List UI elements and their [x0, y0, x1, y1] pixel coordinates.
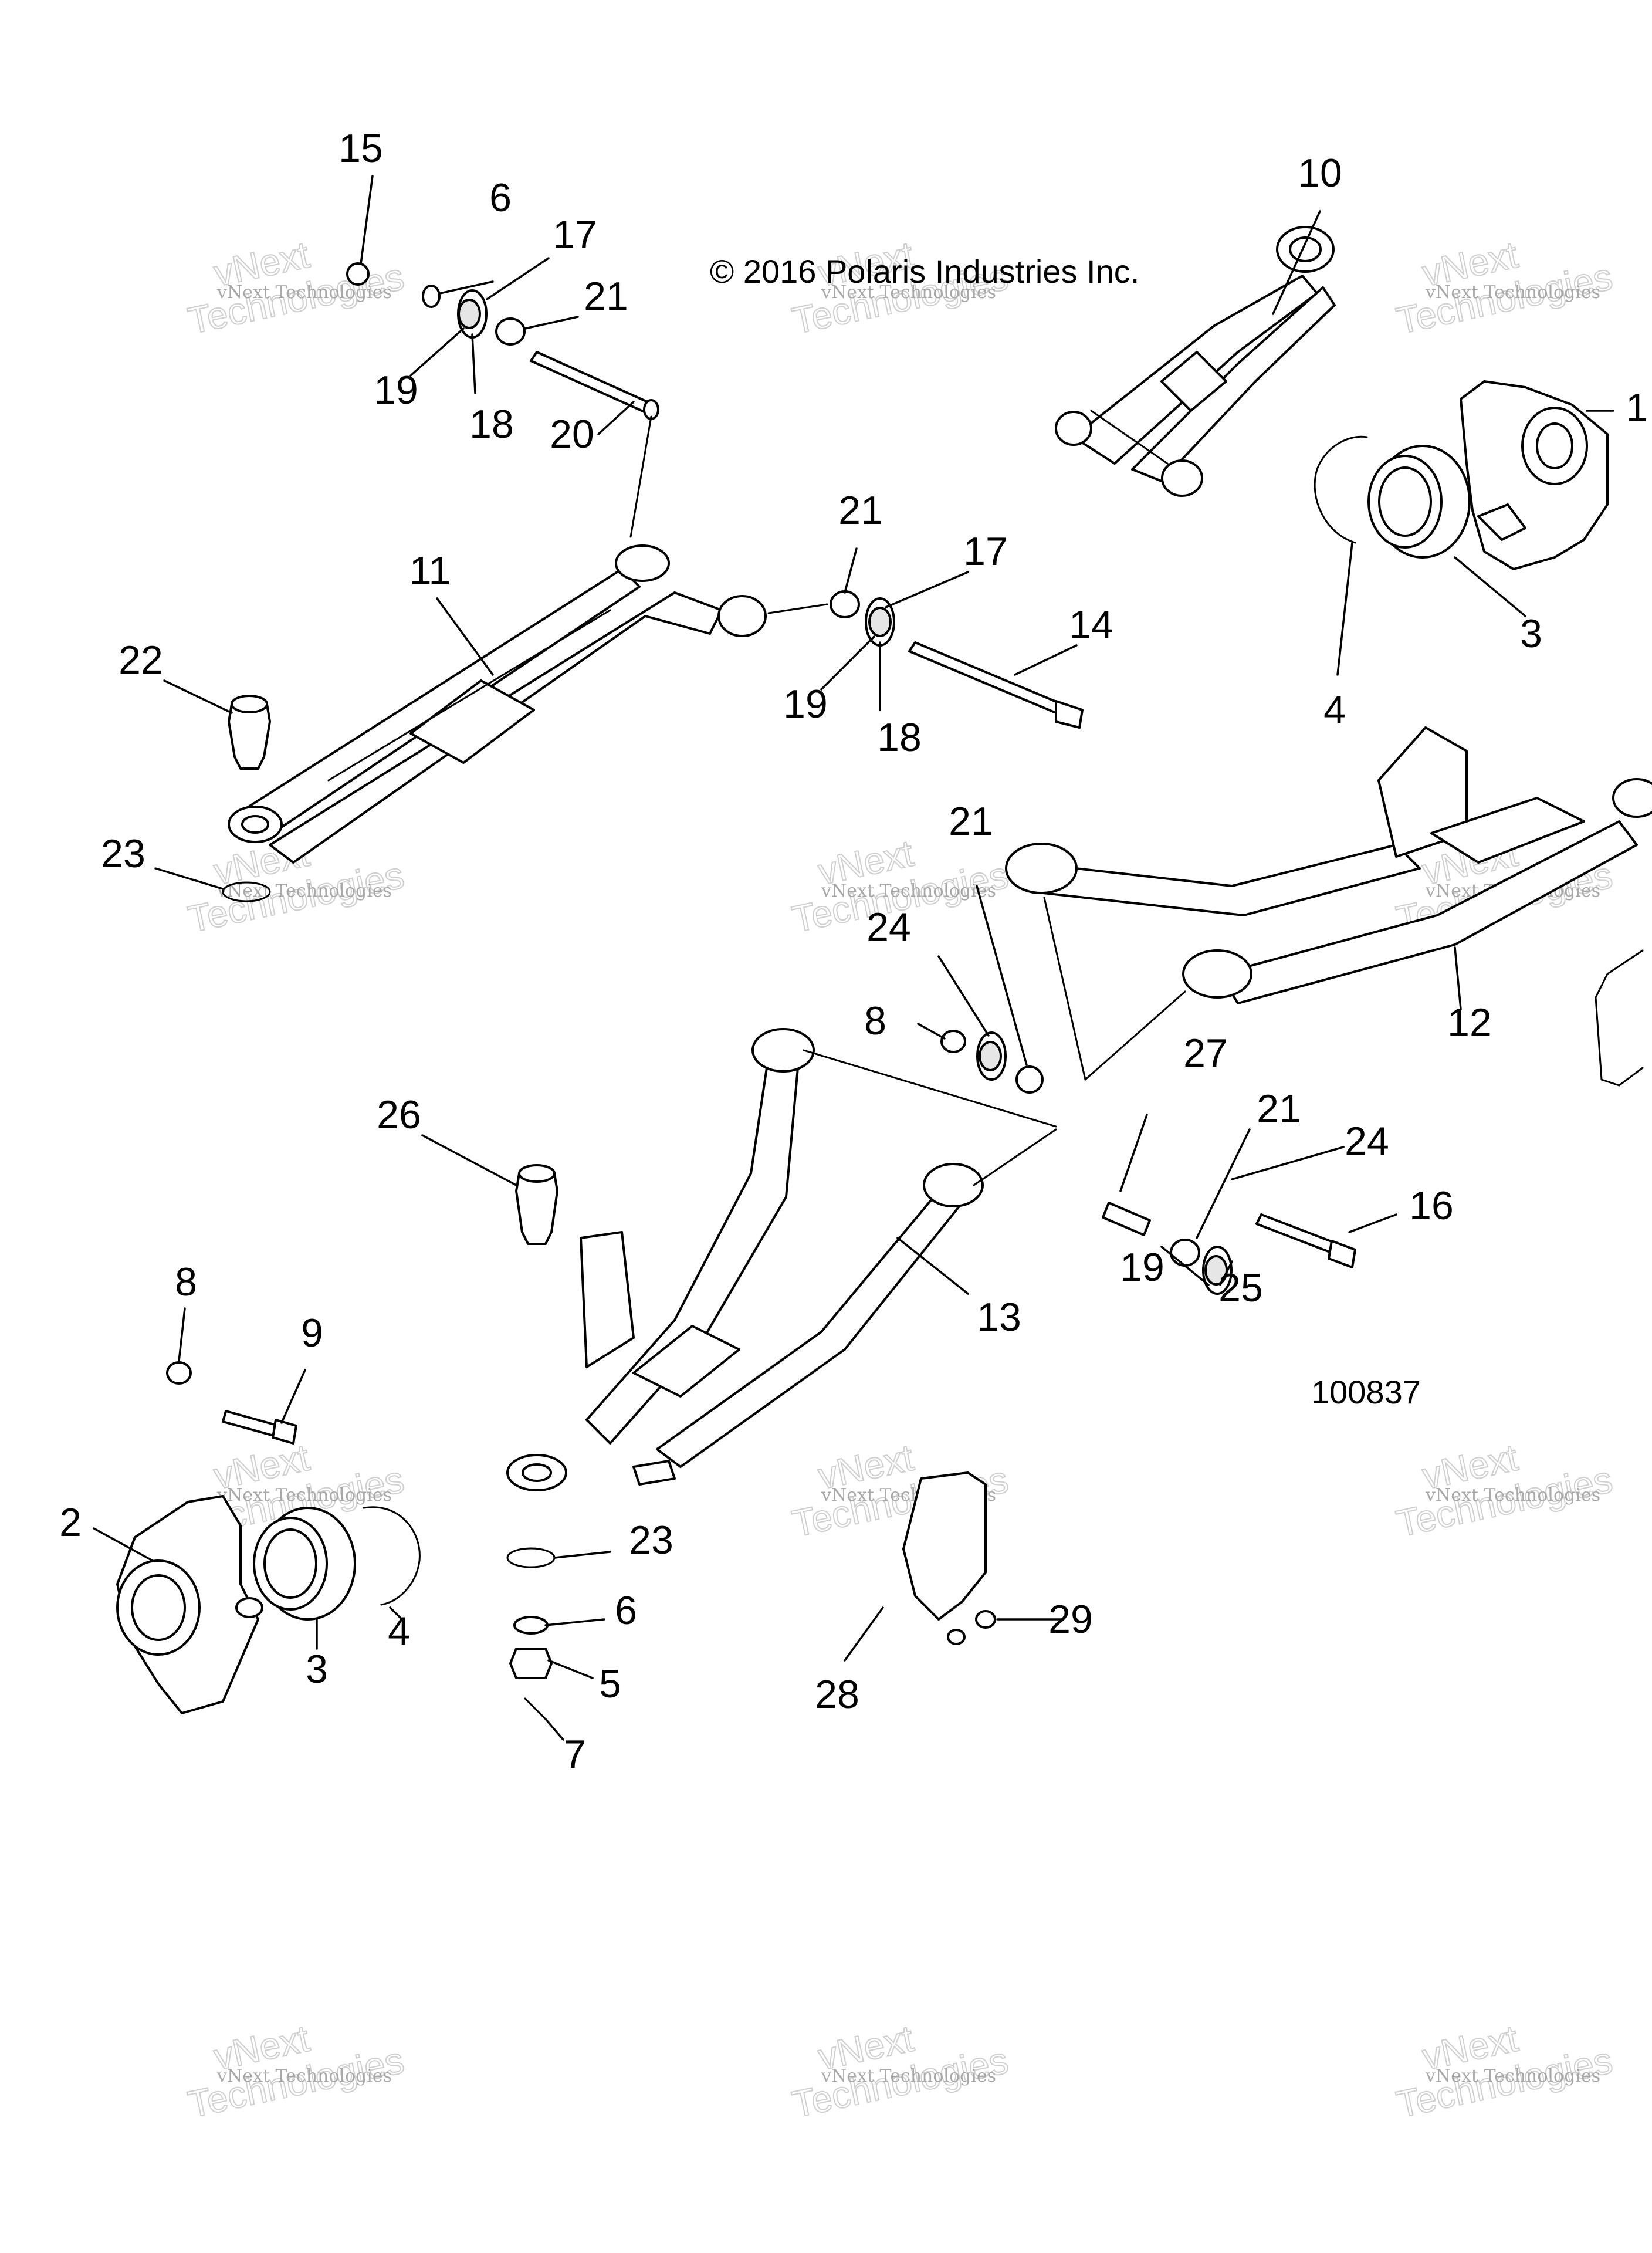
- watermark-text: vNext Technologies: [216, 881, 392, 901]
- bushing-21-right: [1170, 1239, 1200, 1267]
- callout-label: 24: [1345, 1119, 1389, 1163]
- watermark: vNext Technologies: [184, 233, 408, 343]
- callout-label: 11: [409, 549, 451, 593]
- callout-label: 15: [338, 126, 383, 171]
- watermark-text: vNext Technologies: [1425, 2066, 1600, 2086]
- callout-label: 20: [550, 412, 594, 456]
- steering-knuckle-right: [1460, 380, 1609, 570]
- wheel-bearing-left: [253, 1507, 356, 1621]
- callout-label: 1: [1626, 385, 1648, 430]
- washer-24-mid: [976, 1031, 1007, 1081]
- callout-label: 5: [599, 1662, 621, 1706]
- callout-label: 25: [1218, 1266, 1263, 1310]
- guard-plate-right-edge: [1595, 949, 1644, 1087]
- watermark-text: vNext Technologies: [821, 881, 996, 901]
- watermark-text: vNext Technologies: [821, 2066, 996, 2086]
- nut-15: [346, 262, 370, 286]
- steering-knuckle-left: [116, 1495, 263, 1714]
- bolt-16: [1255, 1213, 1356, 1268]
- watermark: vNext Technologies: [1392, 1436, 1616, 1545]
- callout-label: 21: [949, 799, 993, 844]
- callout-label: 21: [1257, 1087, 1301, 1131]
- assembly-lines: [629, 415, 1186, 1186]
- bushing-21-top: [495, 317, 526, 346]
- callout-label: 19: [1120, 1245, 1164, 1290]
- callout-label: 9: [301, 1311, 323, 1355]
- upper-a-arm-left: [228, 544, 767, 864]
- callout-label: 8: [175, 1260, 197, 1304]
- pivot-pin-20: [530, 351, 659, 420]
- copyright-notice: © 2016 Polaris Industries Inc.: [710, 253, 1139, 290]
- watermark-text: vNext Technologies: [216, 282, 392, 303]
- lower-a-arm-center: [506, 1028, 984, 1491]
- callout-label: 19: [783, 682, 828, 726]
- watermark-text: vNext Technologies: [1425, 1485, 1600, 1506]
- bushing-21-mid: [830, 590, 860, 618]
- callout-label: 12: [1447, 1000, 1492, 1045]
- cotter-pin-7: [524, 1697, 547, 1720]
- callout-labels: 1 2 3 3 4 4 5 6 6 7 8 8 9 10 11 12 13 14…: [59, 126, 1648, 1777]
- ball-joint-22: [228, 695, 271, 770]
- figure-number: 100837: [1311, 1374, 1421, 1410]
- callout-label: 7: [564, 1732, 586, 1777]
- callout-label: 19: [374, 368, 418, 412]
- nut-5: [509, 1648, 553, 1679]
- callout-label: 4: [388, 1609, 410, 1653]
- callout-label: 27: [1183, 1031, 1228, 1075]
- callout-label: 14: [1069, 603, 1113, 647]
- callout-label: 17: [553, 212, 597, 257]
- callout-label: 13: [977, 1295, 1021, 1339]
- washer-6-bottom: [513, 1616, 549, 1635]
- snap-ring-right: [1314, 435, 1368, 544]
- snap-ring-left: [363, 1506, 421, 1606]
- callout-label: 18: [877, 715, 922, 760]
- ball-joint-26: [515, 1164, 558, 1245]
- callout-label: 21: [838, 488, 883, 533]
- bolt-9: [222, 1410, 297, 1445]
- callout-label: 2: [59, 1500, 82, 1545]
- watermark-text: vNext Technologies: [821, 282, 996, 303]
- watermark: vNext Technologies: [184, 2017, 408, 2126]
- callout-label: 24: [866, 905, 911, 949]
- bolt-29: [947, 1610, 996, 1645]
- callout-label: 22: [119, 638, 163, 682]
- wheel-bearing-right: [1367, 445, 1471, 559]
- callout-label: 6: [615, 1588, 637, 1633]
- watermark-text: vNext Technologies: [1425, 282, 1600, 303]
- callout-label: 3: [1520, 611, 1542, 656]
- callout-label: 3: [306, 1647, 328, 1692]
- watermark-text: vNext Technologies: [216, 2066, 392, 2086]
- leader-lines: [93, 175, 1614, 1741]
- guard-plate-28: [902, 1471, 987, 1621]
- callout-label: 28: [815, 1672, 859, 1717]
- sleeve-27: [1102, 1202, 1151, 1236]
- callout-label: 16: [1409, 1183, 1454, 1228]
- nut-8-left: [166, 1361, 192, 1385]
- lower-a-arm-right: [1005, 726, 1652, 1004]
- callout-label: 23: [101, 831, 145, 876]
- washer-6-top: [422, 285, 441, 308]
- bushing-21-lower: [1015, 1065, 1044, 1094]
- callout-label: 23: [629, 1518, 673, 1562]
- callout-label: 10: [1298, 151, 1342, 195]
- callout-label: 18: [469, 402, 514, 446]
- callout-label: 8: [864, 999, 886, 1043]
- snap-ring-23-bottom: [506, 1547, 556, 1568]
- snap-ring-23-top: [222, 881, 271, 902]
- nut-8-mid: [940, 1030, 966, 1053]
- callout-label: 6: [489, 175, 512, 220]
- watermark: vNext Technologies: [1392, 2017, 1616, 2126]
- callout-label: 21: [584, 274, 628, 319]
- bolt-14: [908, 641, 1084, 729]
- watermark: vNext Technologies: [788, 2017, 1012, 2126]
- upper-a-arm-right: [1055, 226, 1336, 497]
- watermark-text: vNext Technologies: [216, 1485, 392, 1506]
- callout-label: 29: [1048, 1597, 1093, 1642]
- callout-label: 26: [377, 1092, 421, 1137]
- callout-label: 17: [963, 529, 1008, 574]
- callout-label: 4: [1323, 688, 1346, 732]
- watermark: vNext Technologies: [1392, 233, 1616, 343]
